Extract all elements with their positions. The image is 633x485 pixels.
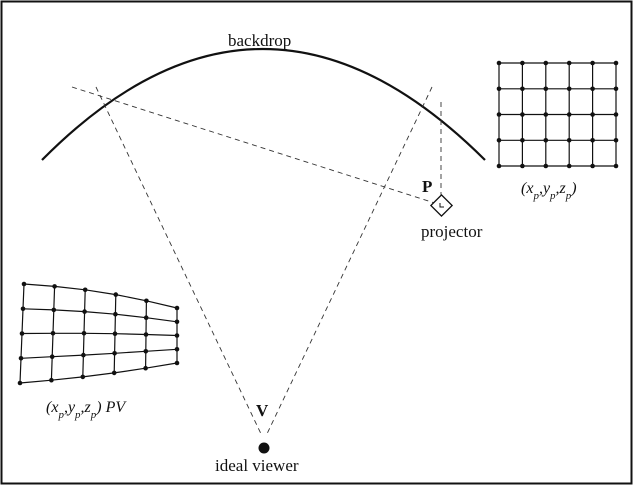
projector-grid-node [613,163,619,169]
prewarped-grid-node [143,349,149,354]
projector-grid-caption: (xp,yp,zp) [521,180,577,202]
prewarped-grid-node [174,305,180,311]
backdrop-arc [41,47,486,161]
projector-grid-node [543,112,549,117]
projector-grid-node [613,112,619,117]
prewarped-grid-row-line [20,348,178,359]
prewarped-grid-node [174,347,180,352]
prewarped-grid-node [20,306,26,312]
projector-grid-node [520,112,525,117]
prewarped-grid-node [82,287,88,293]
projector-grid-node [496,163,502,169]
prewarped-grid-node [49,377,54,383]
ray-viewer-left [95,86,263,437]
prewarped-grid-node [50,331,56,336]
prewarped-grid-node [82,309,87,314]
projector-space-grid [496,60,619,169]
projector-grid-node [590,112,595,117]
projector-grid-node [543,163,549,169]
projector-grid-node [613,60,619,66]
prewarped-grid-node [17,380,23,386]
projector-icon [429,193,454,218]
prewarped-grid-node [111,370,117,376]
projector-grid-node [566,60,572,66]
prewarped-grid-node [112,331,118,337]
projector-point-label: P [422,177,432,196]
projector-grid-node [520,138,525,143]
projector-grid-node [566,163,572,169]
prewarped-grid-row-line [22,308,178,323]
prewarped-grid-row-line [21,332,178,337]
prewarped-grid-node [174,360,180,366]
projector-grid-node [496,60,502,66]
projector-grid-node [590,138,595,143]
prewarped-grid-node [49,354,55,360]
prewarped-grid-node [113,292,119,297]
prewarped-grid [17,281,180,386]
projector-label: projector [421,222,483,241]
projector-grid-node [520,163,525,169]
prewarped-grid-caption: (xp,yp,zp) PV [46,399,127,421]
prewarped-grid-node [144,298,149,304]
prewarped-grid-node [143,365,148,371]
projector-grid-node [496,112,502,117]
prewarped-grid-node [51,307,57,313]
projector-grid-node [613,86,619,92]
viewer-point-label: V [256,401,269,420]
prewarped-grid-node [18,356,24,361]
prewarped-grid-node [113,311,118,317]
ray-left-horizontal [71,86,442,206]
projector-grid-node [613,138,619,143]
projector-grid-node [590,60,595,66]
backdrop-label: backdrop [228,31,291,50]
prewarped-grid-node [112,351,117,356]
projector-grid-node [543,60,549,66]
viewer-icon [258,442,270,454]
prewarped-grid-node [19,331,25,336]
projector-grid-node [543,138,549,143]
projector-grid-node [496,138,502,143]
projector-grid-node [566,112,572,117]
viewer-label: ideal viewer [215,456,299,475]
prewarped-grid-node [81,352,86,358]
projector-grid-node [520,86,525,92]
projector-grid-node [520,60,525,66]
projector-grid-node [566,138,572,143]
projector-grid-node [590,86,595,92]
projector-grid-node [543,86,549,92]
prewarped-grid-node [174,333,180,338]
prewarped-grid-node [21,281,27,287]
ray-viewer-right [265,86,433,437]
prewarped-grid-row-line [19,362,178,384]
prewarped-grid-node [143,315,149,321]
projector-grid-node [590,163,595,169]
prewarped-grid-node [143,332,149,337]
prewarped-grid-node [81,331,87,336]
projector-grid-node [496,86,502,92]
prewarped-grid-node [174,319,180,325]
prewarped-grid-node [80,374,86,380]
prewarped-grid-node [52,284,57,289]
projector-grid-node [566,86,572,92]
prewarped-grid-row-line [23,283,178,309]
